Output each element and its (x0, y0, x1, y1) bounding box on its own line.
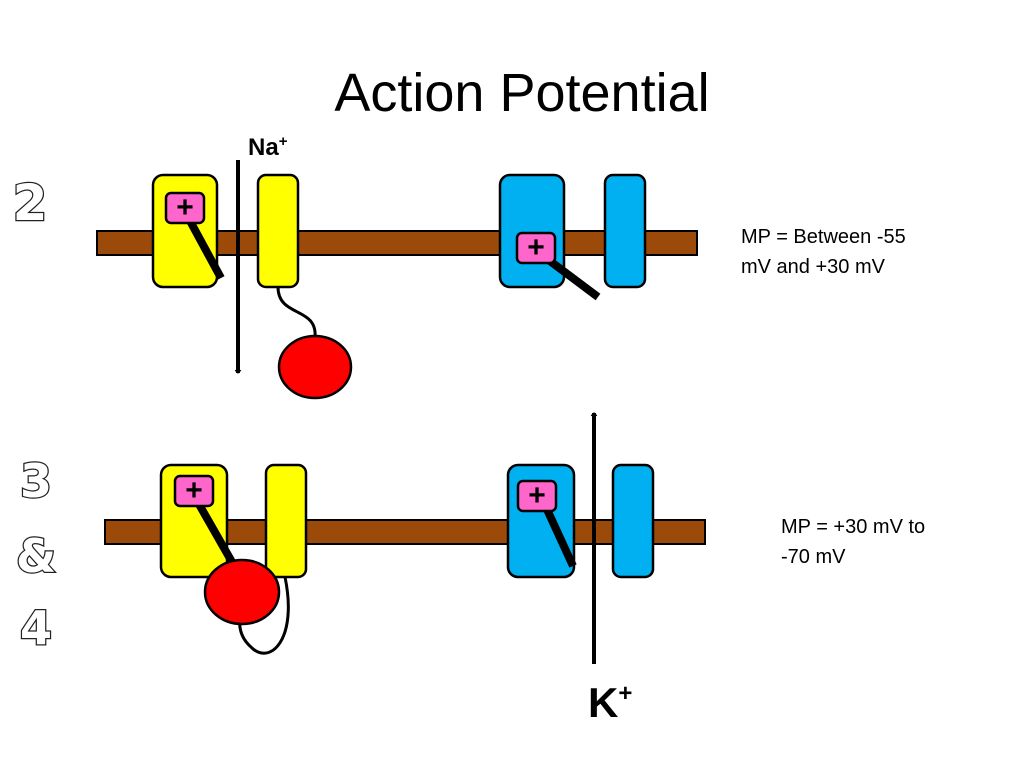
membrane-potential-note-top: MP = Between -55 mV and +30 mV (741, 222, 906, 282)
sodium-ion-label: Na+ (248, 133, 288, 161)
potassium-channel-subunit-right (603, 173, 647, 289)
sodium-channel-subunit-right (264, 463, 308, 579)
voltage-sensor (515, 231, 557, 265)
sodium-channel: + (151, 173, 353, 400)
plus-charge-icon: + (527, 231, 545, 264)
potassium-channel-subunit-right (611, 463, 655, 579)
potassium-channel: + (498, 173, 647, 301)
sodium-channel-subunit-right (256, 173, 300, 289)
step-number-3: 3 (20, 454, 52, 508)
voltage-sensor (173, 474, 215, 508)
note-line: MP = Between -55 (741, 226, 906, 248)
voltage-sensor (164, 191, 206, 225)
sodium-channel-inactivated: + (159, 463, 308, 655)
step-number-4: 4 (20, 601, 52, 655)
plus-charge-icon: + (176, 191, 194, 224)
page-title: Action Potential (334, 63, 710, 123)
note-line: -70 mV (781, 546, 846, 568)
bottom-panel: + + K+ (104, 412, 706, 726)
voltage-sensor (516, 479, 558, 513)
inactivation-ball (203, 558, 281, 626)
potassium-ion-label: K+ (588, 679, 632, 726)
plus-charge-icon: + (528, 479, 546, 512)
plus-charge-icon: + (185, 474, 203, 507)
note-line: mV and +30 mV (741, 256, 885, 278)
top-panel: + Na+ + (96, 133, 698, 400)
membrane-potential-note-bottom: MP = +30 mV to -70 mV (781, 512, 925, 572)
potassium-channel-open: + (506, 463, 655, 579)
note-line: MP = +30 mV to (781, 516, 926, 538)
inactivation-ball (277, 334, 353, 400)
step-ampersand: & (16, 529, 56, 583)
step-number-2: 2 (13, 174, 48, 232)
inactivation-gate-tether (276, 286, 317, 339)
